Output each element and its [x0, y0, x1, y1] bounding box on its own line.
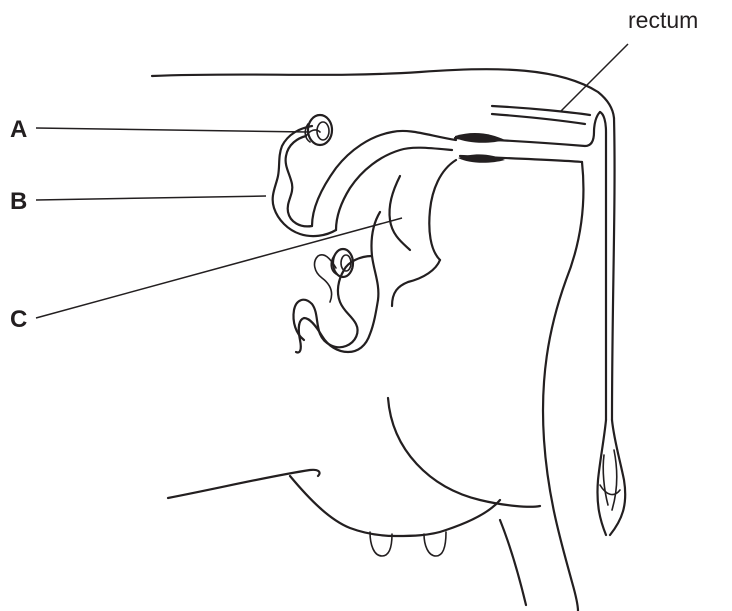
label-rectum: rectum	[628, 7, 698, 33]
label-c: C	[10, 306, 27, 333]
ovary-lower	[330, 247, 355, 279]
ovary-upper	[304, 113, 334, 147]
rectum	[453, 104, 608, 422]
leader-line-c	[35, 217, 403, 319]
label-a: A	[10, 116, 27, 143]
tail	[596, 418, 627, 537]
leader-line-rectum	[559, 43, 629, 113]
cow-body-outline	[150, 68, 616, 611]
leader-line-b	[35, 195, 267, 201]
label-b: B	[10, 188, 27, 215]
vagina	[458, 154, 584, 164]
uterus	[271, 124, 458, 354]
leader-line-a	[35, 127, 309, 133]
